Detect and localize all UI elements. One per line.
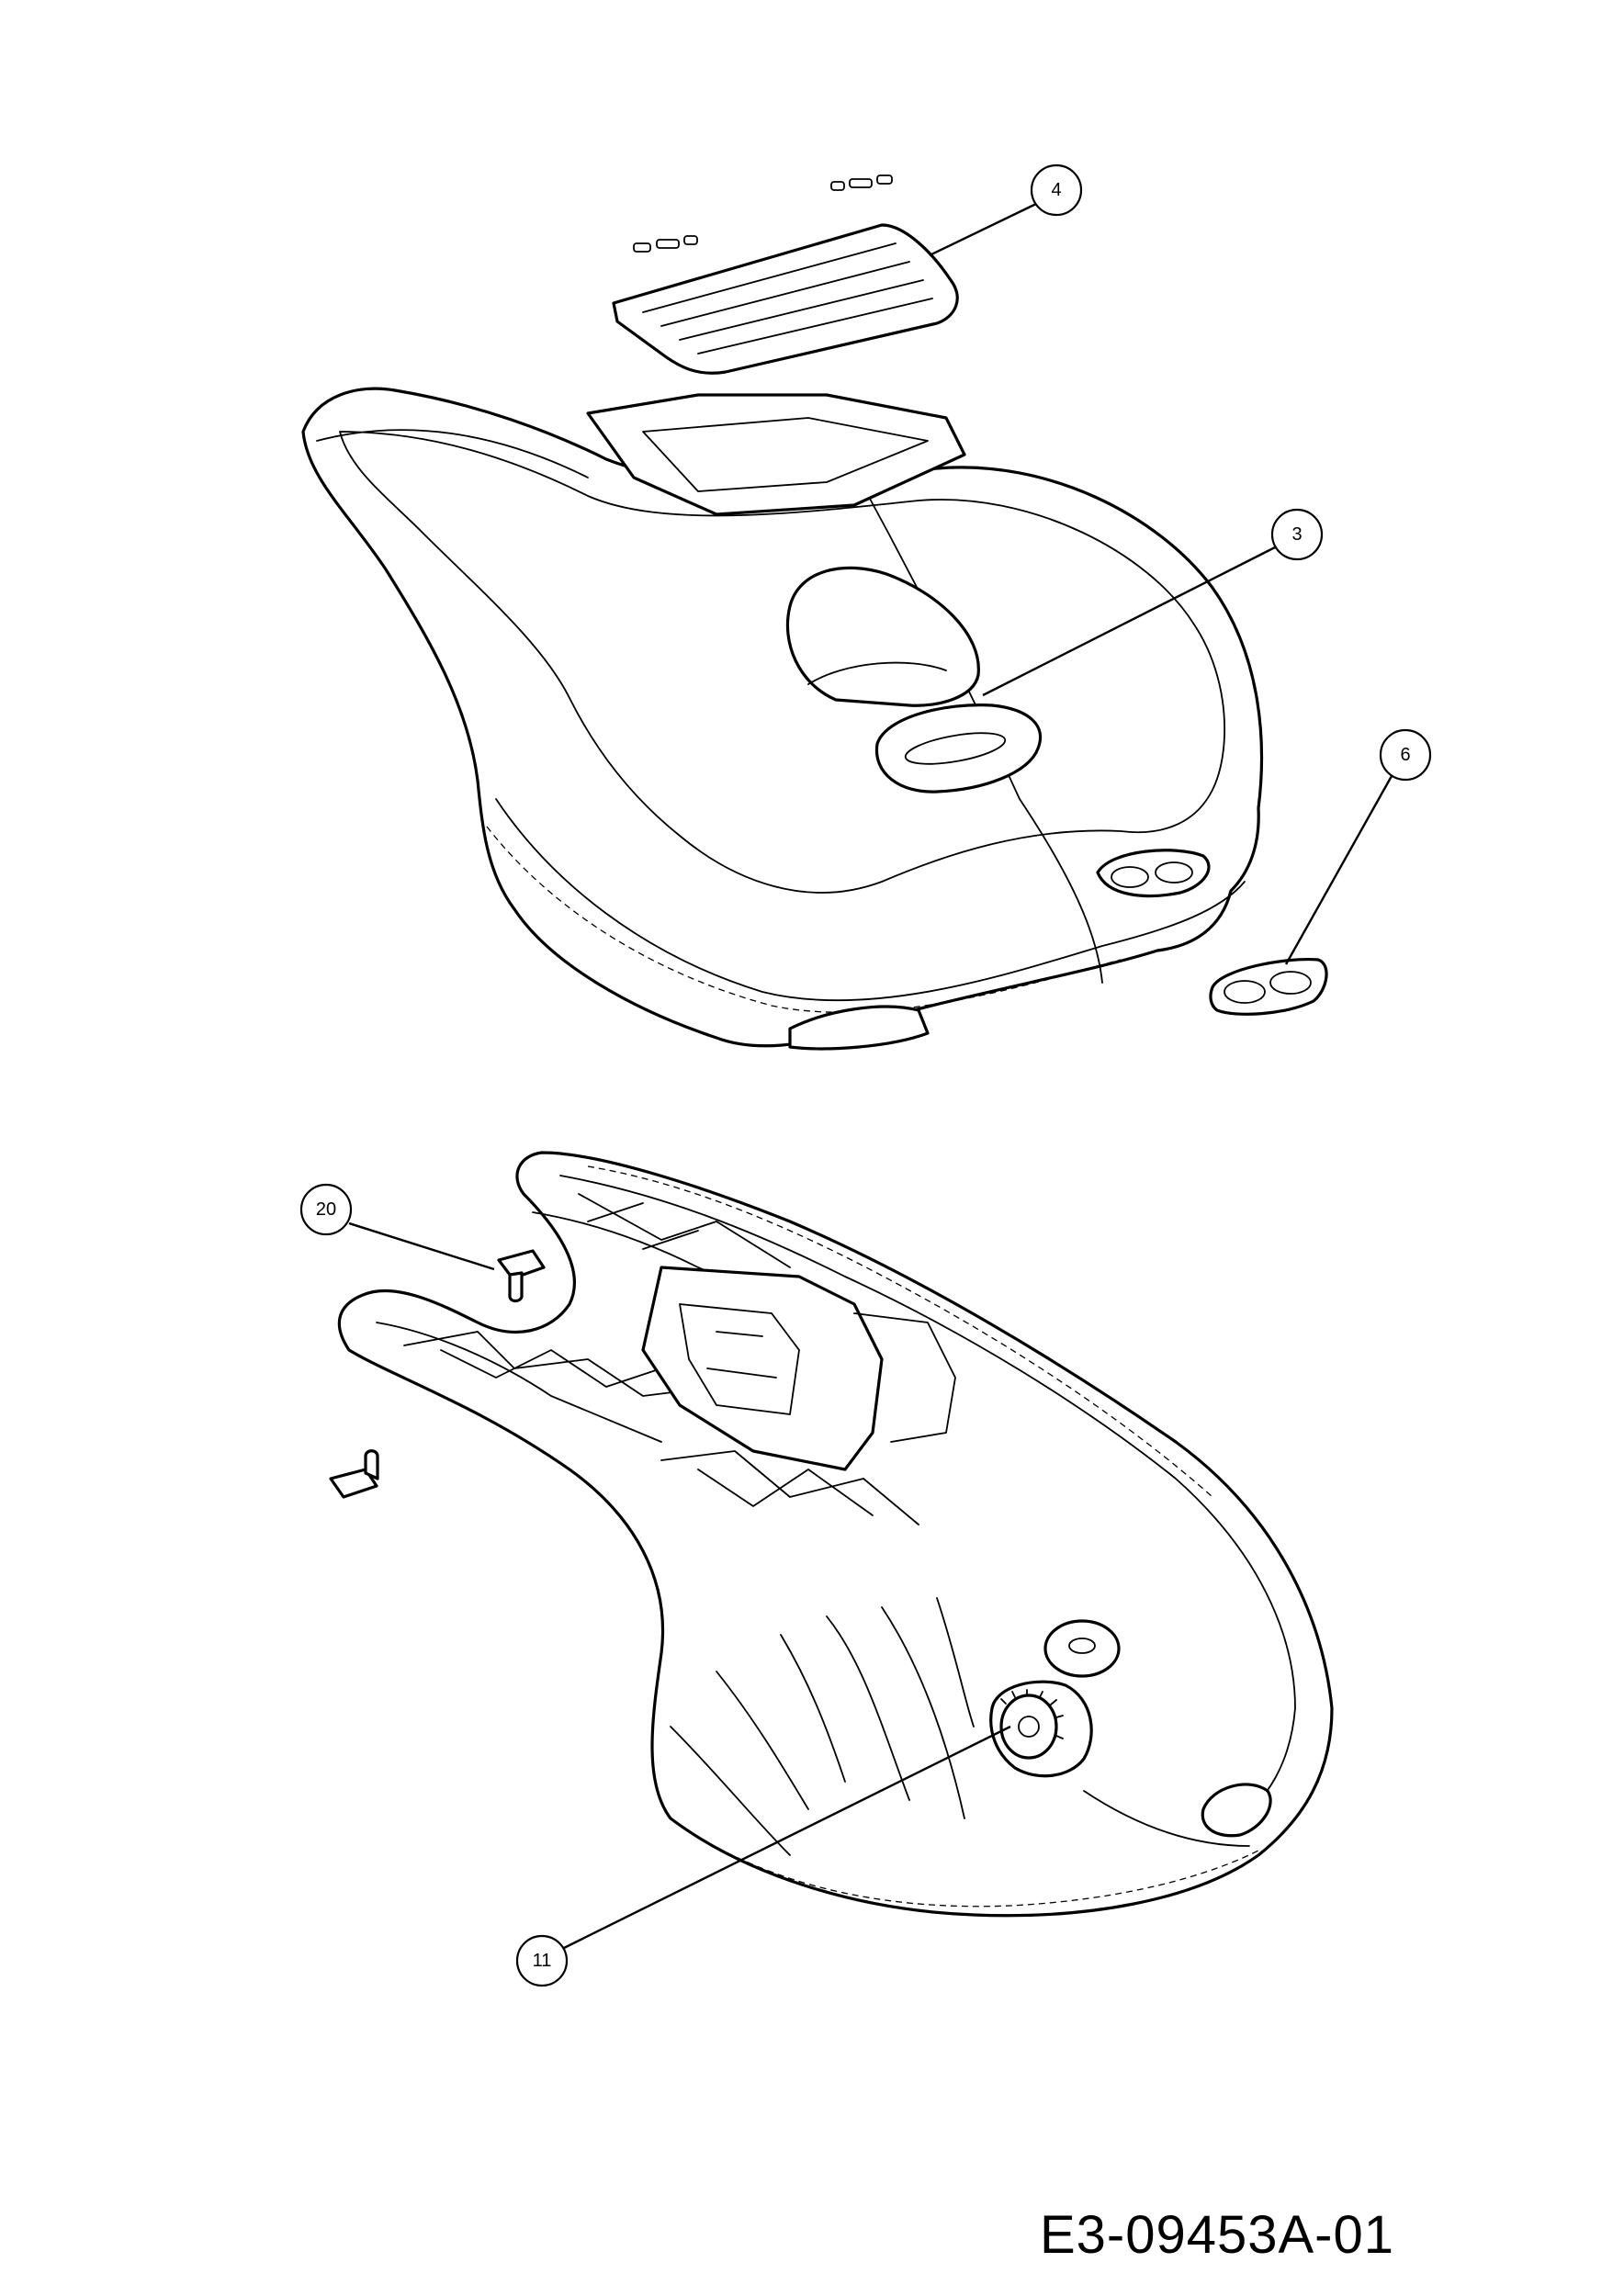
lid-rib-3	[680, 280, 923, 340]
chassis-inner-rim	[560, 1176, 1295, 1828]
lid-rib-2	[661, 262, 909, 326]
chassis-inner-rim-dashed	[588, 1166, 1212, 1497]
pin-second-shank	[366, 1451, 378, 1479]
part-11-wheel-hub	[991, 1682, 1091, 1776]
hatch-recess-inner	[643, 418, 928, 491]
hub-center	[1019, 1716, 1039, 1737]
pin-second-head	[331, 1469, 377, 1497]
callout-11: 11	[517, 1727, 1010, 1986]
hub-gear	[1001, 1695, 1056, 1758]
hinge-pins-left	[634, 236, 697, 252]
hub-teeth	[1001, 1690, 1063, 1739]
front-vent-left	[1111, 867, 1148, 887]
chassis-arm-lower	[377, 1322, 661, 1442]
part-3-knob-assembly	[787, 568, 1040, 792]
callout-20: 20	[301, 1185, 494, 1269]
callout-6: 6	[1286, 730, 1430, 964]
hinge-pins-right	[831, 175, 892, 190]
chassis-rear-vent	[1202, 1784, 1270, 1836]
front-vent-recess	[1098, 850, 1209, 896]
chassis-boss-upper	[1045, 1621, 1119, 1676]
lid-body	[614, 225, 957, 373]
callout-4: 4	[930, 165, 1081, 255]
drawing-number: E3-09453A-01	[1039, 2205, 1394, 2265]
top-cover-skirt-line	[496, 799, 1245, 1000]
knob-slot	[903, 727, 1007, 771]
knob-recess-inner	[808, 663, 946, 684]
callout-11-label: 11	[533, 1951, 552, 1971]
top-cover-assembly	[303, 388, 1261, 1049]
hatch-recess	[588, 395, 964, 514]
top-cover-skirt-dashed	[487, 827, 1121, 1012]
top-cover-nose	[790, 1007, 928, 1049]
chassis-side-line	[1084, 1791, 1249, 1846]
vent-insert-left	[1224, 981, 1265, 1003]
chassis-center-right	[854, 1313, 955, 1442]
vent-insert-right	[1270, 972, 1311, 994]
callout-6-label: 6	[1400, 745, 1410, 765]
top-cover-rim-line	[317, 430, 588, 478]
part-20-pin	[499, 1251, 544, 1301]
top-cover-panel	[340, 432, 1224, 893]
chassis-boss-upper-hole	[1069, 1638, 1095, 1653]
chassis-center-cells	[680, 1304, 799, 1414]
callout-20-label: 20	[316, 1199, 336, 1220]
lid-rib-1	[643, 243, 896, 312]
part-4-lid	[614, 175, 957, 373]
knob-body	[876, 705, 1040, 793]
chassis-arm-upper	[533, 1212, 808, 1313]
callout-3-label: 3	[1291, 524, 1302, 545]
pin-head	[499, 1251, 544, 1278]
pin-second	[331, 1451, 378, 1497]
chassis-bottom-dashed	[698, 1837, 1258, 1907]
pin-shank	[510, 1273, 522, 1301]
chassis-center-frame	[643, 1267, 882, 1469]
callout-3: 3	[983, 510, 1322, 695]
lid-rib-4	[698, 298, 932, 354]
bottom-chassis-assembly	[339, 1153, 1332, 1916]
part-6-vent-insert	[1211, 960, 1326, 1015]
callout-4-label: 4	[1051, 180, 1061, 200]
chassis-lower-ribs	[671, 1598, 974, 1855]
front-vent-right	[1156, 862, 1192, 883]
